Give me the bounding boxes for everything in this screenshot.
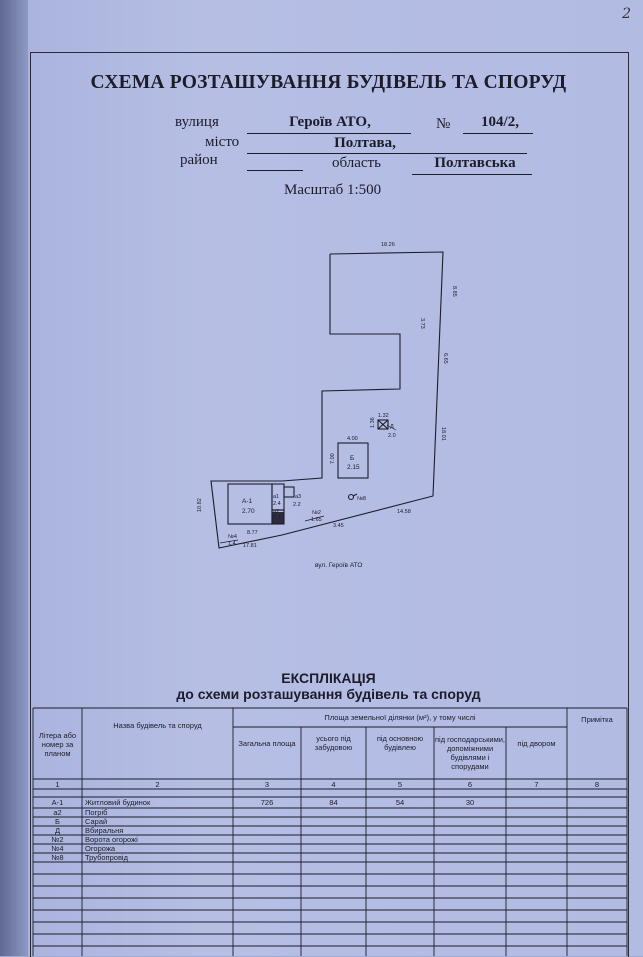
dim-a2-w: 2.3 bbox=[273, 515, 281, 521]
dim-bottom-left: 17.81 bbox=[243, 543, 257, 549]
row-main: 54 bbox=[395, 798, 405, 807]
scale-label: Масштаб 1:500 bbox=[284, 182, 382, 198]
label-d: Д bbox=[390, 424, 394, 430]
dim-right-6: 6.65 bbox=[442, 353, 448, 364]
col-main-header: під основною будівлею bbox=[376, 734, 424, 752]
label-a2: а2 bbox=[273, 509, 279, 515]
street-underline bbox=[247, 133, 411, 134]
dim-d-w: 1.32 bbox=[378, 413, 389, 419]
label-b-h: 2.15 bbox=[347, 464, 360, 471]
dim-d-2: 2.0 bbox=[388, 433, 396, 439]
col-num: 7 bbox=[534, 780, 539, 789]
row-litera: а2 bbox=[53, 808, 62, 817]
col-area-group-header: Площа земельної ділянки (м²), у тому чис… bbox=[324, 713, 476, 722]
dim-gate: 1.65 bbox=[311, 517, 322, 523]
dim-fence: 1.4 bbox=[228, 541, 236, 547]
col-name-header: Назва будівель та споруд bbox=[113, 720, 202, 730]
street-caption: вул. Героїв АТО bbox=[315, 562, 362, 569]
city-underline bbox=[247, 153, 527, 154]
row-litera: Б bbox=[55, 817, 60, 826]
col-num: 4 bbox=[331, 780, 336, 789]
explication-subtitle: до схеми розташування будівель та споруд bbox=[176, 686, 481, 702]
dim-right-top: 8.85 bbox=[451, 286, 457, 297]
page-number: 2 bbox=[622, 6, 631, 22]
col-num: 6 bbox=[467, 780, 473, 789]
dim-inner-877: 8.77 bbox=[247, 530, 258, 536]
row-name: Трубопровід bbox=[85, 853, 128, 862]
row-litera: №2 bbox=[51, 835, 64, 844]
label-a3: а3 bbox=[295, 494, 301, 500]
col-num: 3 bbox=[264, 780, 270, 789]
col-litera-header: Літера або номер за планом bbox=[38, 730, 77, 758]
label-a-main: А-1 bbox=[242, 498, 253, 505]
binding-shadow bbox=[0, 0, 28, 956]
row-built: 84 bbox=[329, 798, 338, 807]
annex-a3 bbox=[283, 486, 295, 498]
dim-right-mid: 3.73 bbox=[419, 318, 425, 329]
row-name: Ворота огорожі bbox=[85, 835, 138, 844]
row-aux: 30 bbox=[465, 798, 475, 807]
dim-b-height: 7.00 bbox=[330, 453, 336, 464]
col-aux-header: під господарськими, допоміжними будівлям… bbox=[434, 735, 506, 771]
district-underline bbox=[247, 170, 303, 171]
barn-b bbox=[337, 442, 369, 479]
region-underline bbox=[412, 174, 532, 175]
row-litera: Д bbox=[54, 826, 61, 835]
row-litera: А-1 bbox=[51, 798, 64, 807]
dim-b-width: 4.00 bbox=[347, 436, 358, 442]
col-num: 1 bbox=[55, 780, 60, 789]
city-label: місто bbox=[205, 134, 240, 150]
row-litera: №8 bbox=[51, 853, 64, 862]
district-label: район bbox=[180, 152, 218, 168]
region-label: область bbox=[332, 155, 381, 171]
number-label: № bbox=[436, 116, 451, 132]
region-value: Полтавська bbox=[434, 155, 516, 171]
street-value: Героїв АТО, bbox=[289, 114, 371, 130]
number-underline bbox=[463, 133, 533, 134]
city-value: Полтава, bbox=[334, 135, 396, 151]
row-name: Огорожа bbox=[85, 844, 116, 853]
row-name: Житловий будинок bbox=[85, 798, 151, 807]
col-built-header: усього під забудовою bbox=[314, 734, 353, 752]
document-frame bbox=[30, 52, 629, 957]
number-value: 104/2, bbox=[481, 114, 519, 130]
row-name: Вбиральня bbox=[85, 826, 124, 835]
dim-a3-w: 2.2 bbox=[293, 502, 301, 508]
toilet-d bbox=[377, 419, 389, 430]
col-note-header: Примітка bbox=[581, 714, 613, 724]
dim-d-h: 1.36 bbox=[370, 417, 376, 428]
label-b: Б bbox=[350, 455, 354, 462]
label-n4: №4 bbox=[228, 534, 237, 540]
dim-top: 18.26 bbox=[381, 242, 395, 248]
row-total: 726 bbox=[260, 798, 274, 807]
label-n8: №8 bbox=[357, 496, 366, 502]
col-num: 5 bbox=[397, 780, 403, 789]
row-litera: №4 bbox=[51, 844, 64, 853]
row-name: Погріб bbox=[85, 808, 108, 817]
street-label: вулиця bbox=[175, 114, 219, 130]
label-a-main-h: 2.70 bbox=[242, 508, 255, 515]
document-title: СХЕМА РОЗТАШУВАННЯ БУДІВЕЛЬ ТА СПОРУД bbox=[90, 72, 567, 93]
label-a1: а1 bbox=[273, 494, 279, 500]
row-name: Сарай bbox=[85, 817, 108, 826]
dim-left: 10.82 bbox=[197, 498, 203, 512]
col-num: 8 bbox=[594, 780, 600, 789]
col-yard-header: під двором bbox=[517, 738, 556, 748]
dim-bottom-right: 14.58 bbox=[397, 509, 411, 515]
label-n2: №2 bbox=[312, 510, 321, 516]
pipe-n8 bbox=[347, 493, 355, 501]
col-num: 2 bbox=[155, 780, 160, 789]
explication-title: ЕКСПЛІКАЦІЯ bbox=[281, 670, 376, 686]
dim-bottom-mid: 3.45 bbox=[333, 523, 344, 529]
dim-right-bottom: 18.01 bbox=[440, 427, 446, 441]
col-total-header: Загальна площа bbox=[238, 738, 296, 748]
dim-a1-w: 2.4 bbox=[273, 501, 281, 507]
plot-boundary bbox=[210, 251, 444, 549]
